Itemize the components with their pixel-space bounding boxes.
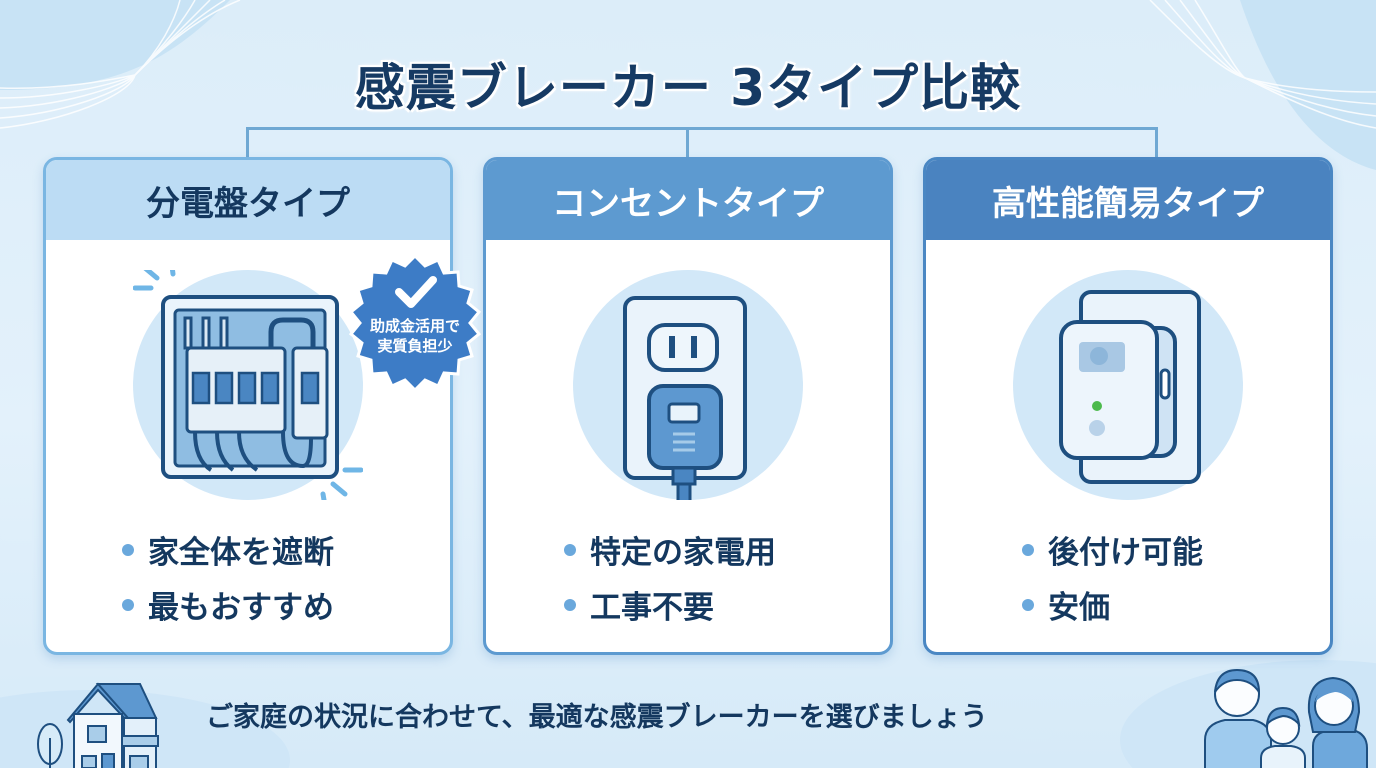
family-icon [1204, 668, 1368, 768]
connector-line-right [1155, 127, 1158, 159]
card-title: 高性能簡易タイプ [926, 160, 1330, 240]
page-title: 感震ブレーカー 3タイプ比較 [354, 59, 1022, 117]
bullet-dot-icon [1022, 543, 1034, 556]
bullet-dot-icon [122, 543, 134, 556]
connector-line [246, 127, 1158, 130]
bullet-item: 後付け可能 [1022, 522, 1330, 577]
bullet-item: 最もおすすめ [122, 577, 450, 632]
bullet-dot-icon [122, 598, 134, 611]
connector-line-left [246, 127, 249, 159]
bullet-list: 特定の家電用 工事不要 [486, 522, 890, 632]
outlet-plug-icon [573, 270, 803, 500]
bullet-item: 工事不要 [564, 577, 890, 632]
subsidy-badge: 助成金活用で 実質負担少 [344, 252, 486, 394]
footer-message: ご家庭の状況に合わせて、最適な感震ブレーカーを選びましょう [206, 702, 988, 733]
plug-in-sensor-device-icon [1013, 270, 1243, 500]
bullet-dot-icon [1022, 598, 1034, 611]
bullet-dot-icon [564, 598, 576, 611]
card-title: コンセントタイプ [486, 160, 890, 240]
card-title: 分電盤タイプ [46, 160, 450, 240]
bullet-list: 家全体を遮断 最もおすすめ [46, 522, 450, 632]
card-high-performance-simple-type: 高性能簡易タイプ 後付け可能 安価 [923, 157, 1333, 655]
bullet-item: 特定の家電用 [564, 522, 890, 577]
distribution-board-icon [133, 270, 363, 500]
bullet-list: 後付け可能 安価 [926, 522, 1330, 632]
bullet-dot-icon [564, 543, 576, 556]
card-outlet-type: コンセントタイプ 特定の家電用 工事不要 [483, 157, 893, 655]
checkmark-icon [395, 276, 437, 308]
card-distribution-board-type: 分電盤タイプ 家全体を遮 [43, 157, 453, 655]
bullet-item: 家全体を遮断 [122, 522, 450, 577]
bullet-item: 安価 [1022, 577, 1330, 632]
badge-text: 助成金活用で 実質負担少 [369, 317, 460, 355]
house-icon [37, 682, 159, 768]
connector-line-center [686, 127, 689, 159]
